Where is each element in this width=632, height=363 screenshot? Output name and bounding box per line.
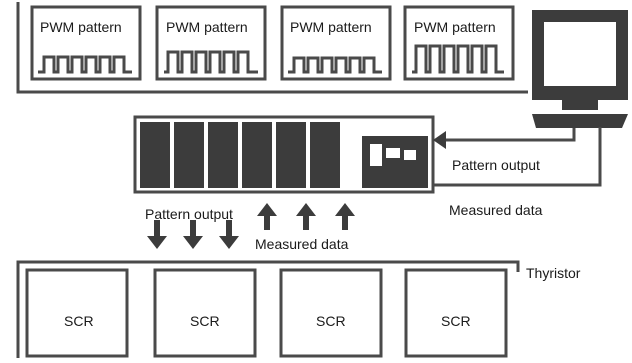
- thyristor-group-bracket: [16, 260, 520, 358]
- monitor-screen: [544, 22, 616, 86]
- down-arrow: [183, 220, 203, 249]
- pwm-pattern-label: PWM pattern: [166, 19, 248, 35]
- measured-data-arrowhead: [591, 114, 609, 127]
- pwm-pattern-label: PWM pattern: [40, 19, 122, 35]
- scr-label: SCR: [441, 313, 471, 329]
- keyboard: [532, 114, 628, 128]
- module-slot: [140, 122, 170, 188]
- measured-data-label: Measured data: [449, 202, 543, 218]
- pattern-output-label: Pattern output: [452, 157, 540, 173]
- pwm-waveform: [412, 44, 504, 74]
- scr-box: [279, 268, 383, 358]
- scr-box: [25, 268, 129, 358]
- pwm-pattern-label: PWM pattern: [414, 19, 496, 35]
- computer-base: [562, 100, 598, 110]
- module-slot: [174, 122, 204, 188]
- module-slot: [242, 122, 272, 188]
- pwm-waveform: [164, 50, 258, 74]
- pwm-pattern-label: PWM pattern: [290, 19, 372, 35]
- pattern-output-line: [438, 128, 576, 142]
- controller-unit: [133, 115, 435, 194]
- measured-data-label: Measured data: [255, 236, 349, 252]
- pwm-pattern-box: [280, 5, 392, 81]
- cpu-module-window: [404, 150, 416, 160]
- pwm-waveform: [288, 56, 382, 74]
- cpu-module-window: [386, 148, 400, 158]
- pwm-group-bracket: [16, 2, 528, 94]
- up-arrow: [296, 203, 316, 230]
- up-arrow: [335, 203, 355, 230]
- computer-icon: [532, 10, 628, 128]
- scr-label: SCR: [190, 313, 220, 329]
- pwm-pattern-box: [30, 5, 142, 81]
- pattern-output-label: Pattern output: [145, 206, 233, 222]
- module-slot: [310, 122, 340, 188]
- measured-data-line: [433, 124, 602, 187]
- cpu-module-window: [370, 144, 382, 166]
- scr-box: [404, 268, 508, 358]
- pattern-output-arrowhead: [433, 131, 446, 149]
- pwm-pattern-box: [403, 5, 515, 81]
- module-slot: [276, 122, 306, 188]
- thyristor-label: Thyristor: [526, 265, 581, 281]
- down-arrow: [147, 220, 167, 249]
- scr-label: SCR: [316, 313, 346, 329]
- down-arrow: [219, 220, 239, 249]
- pwm-pattern-box: [155, 5, 267, 81]
- pwm-waveform: [38, 55, 132, 74]
- module-slot: [208, 122, 238, 188]
- scr-box: [153, 268, 257, 358]
- up-arrow: [257, 203, 277, 230]
- scr-label: SCR: [64, 313, 94, 329]
